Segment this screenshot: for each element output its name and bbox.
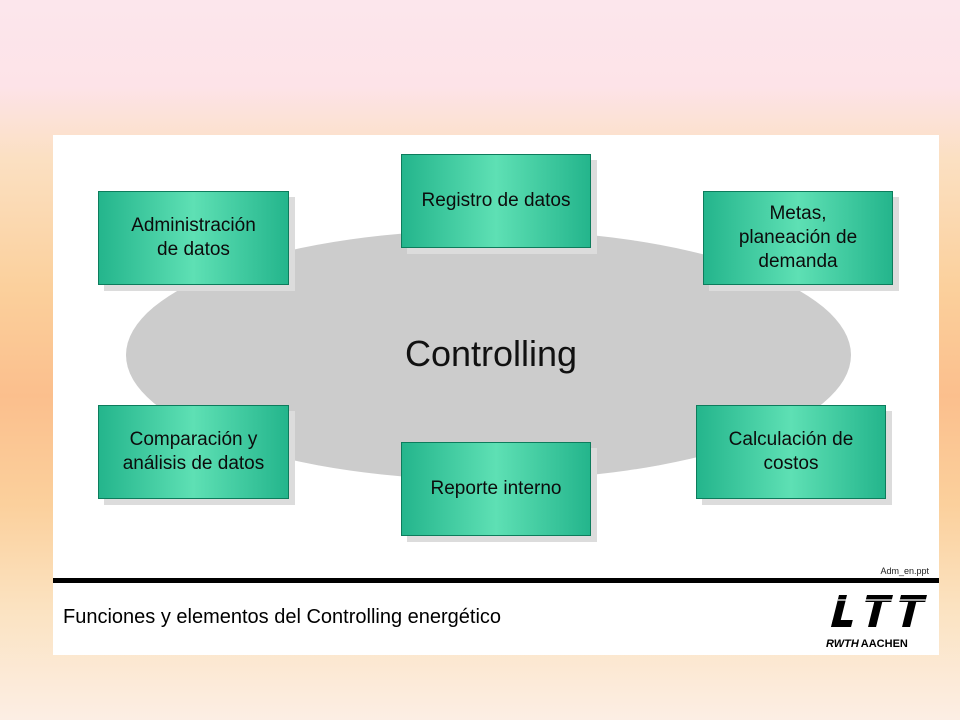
box-metas-label: Metas, planeación de demanda <box>738 203 858 272</box>
box-metas: Metas, planeación de demanda <box>703 191 893 285</box>
file-reference: Adm_en.ppt <box>880 566 929 576</box>
slide: Controlling Administración de datos Regi… <box>53 135 939 655</box>
box-registro-label: Registro de datos <box>421 190 571 211</box>
box-registro: Registro de datos <box>401 154 591 248</box>
footer-rule <box>53 578 939 583</box>
box-administracion-label: Administración de datos <box>131 215 256 260</box>
center-label: Controlling <box>404 333 578 374</box>
footer-title: Funciones y elementos del Controlling en… <box>63 606 502 628</box>
box-comparacion-label: Comparación y análisis de datos <box>122 429 265 474</box>
box-reporte-label: Reporte interno <box>430 478 562 499</box>
logo-rwth: RWTH <box>826 638 859 650</box>
box-reporte: Reporte interno <box>401 442 591 536</box>
box-comparacion: Comparación y análisis de datos <box>98 405 289 499</box>
ltt-logo-mark <box>831 595 928 627</box>
box-calculacion-label: Calculación de costos <box>728 429 854 474</box>
logo-city: AACHEN <box>860 638 908 650</box>
box-calculacion: Calculación de costos <box>696 405 886 499</box>
box-administracion: Administración de datos <box>98 191 289 285</box>
